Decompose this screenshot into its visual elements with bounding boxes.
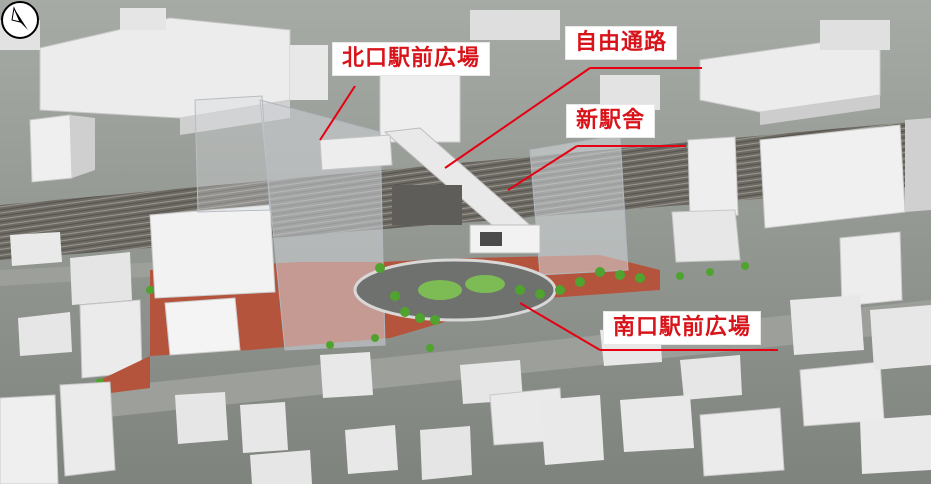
label-north-plaza: 北口駅前広場 [332, 42, 491, 76]
building [29, 114, 73, 183]
rotary-green [418, 280, 462, 300]
building [250, 450, 312, 484]
new-station-roof [392, 185, 462, 225]
trees [96, 262, 749, 386]
building [10, 232, 62, 266]
building [680, 355, 742, 400]
station-window [480, 232, 502, 246]
building [290, 45, 328, 100]
leader-free-passage [444, 67, 591, 169]
building [540, 395, 604, 465]
building [671, 209, 741, 263]
building [70, 252, 132, 305]
building [905, 118, 931, 212]
building-block [164, 297, 241, 356]
building [0, 394, 59, 484]
building [59, 381, 116, 477]
building [470, 10, 560, 40]
building [345, 425, 398, 474]
building-block [149, 204, 276, 299]
building [870, 305, 931, 370]
station-concourse [319, 134, 393, 171]
building [120, 8, 166, 30]
label-south-plaza: 南口駅前広場 [603, 311, 762, 345]
building [699, 407, 785, 477]
building [320, 352, 373, 398]
tower-south [529, 134, 629, 276]
building [70, 115, 95, 178]
building [240, 402, 288, 453]
building [175, 392, 228, 444]
building [860, 415, 931, 474]
tower-ghost [194, 95, 271, 213]
label-free-passage: 自由通路 [565, 26, 678, 60]
north-arrow-icon [1, 1, 39, 39]
building [420, 426, 472, 480]
building [760, 95, 880, 125]
building [820, 20, 890, 50]
leader-new-station [507, 145, 578, 191]
building [620, 395, 694, 452]
label-new-station: 新駅舎 [566, 104, 656, 138]
leader-south-plaza [519, 302, 601, 351]
building [799, 361, 885, 427]
building [790, 295, 864, 355]
building [839, 231, 903, 307]
rotary-green [465, 275, 505, 293]
leader-lines [319, 67, 778, 351]
building [18, 312, 72, 356]
building [759, 124, 906, 229]
building [687, 136, 739, 219]
station-entrance [469, 224, 541, 254]
leader-north-plaza [319, 85, 356, 141]
